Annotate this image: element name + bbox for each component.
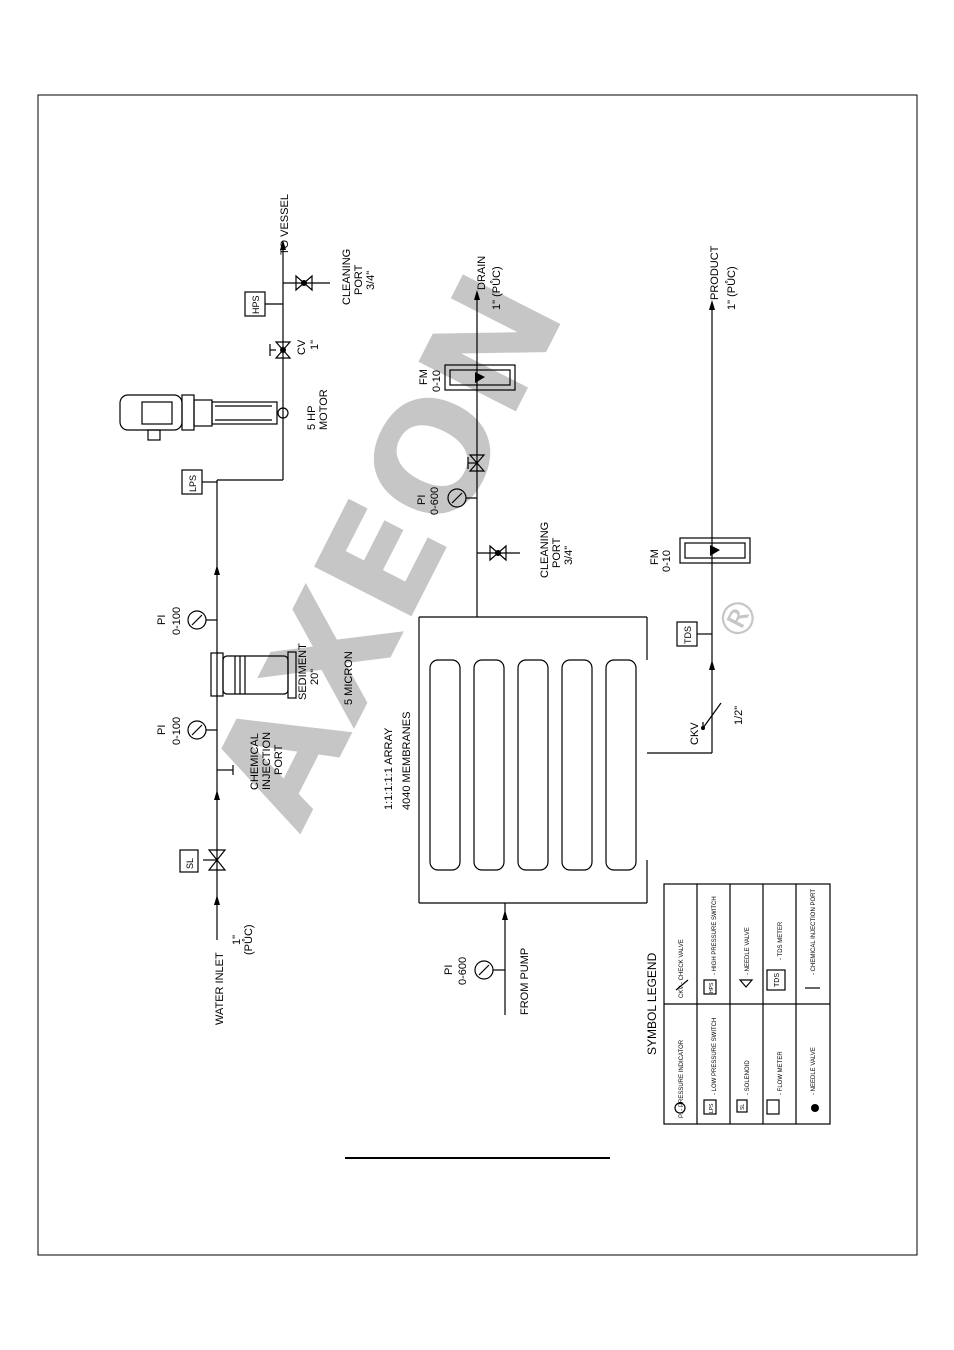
svg-text:PRODUCT: PRODUCT (709, 245, 721, 300)
pressure-indicator-2: PI 0-100 (156, 607, 217, 635)
svg-text:CKV: CKV (689, 722, 701, 745)
svg-text:TDS: TDS (774, 973, 781, 987)
pump-motor: 5 HP MOTOR (119, 389, 330, 441)
svg-text:1" (PŮC): 1" (PŮC) (725, 266, 738, 310)
water-inlet-label: WATER INLET 1" (PŮC) (214, 924, 255, 1025)
svg-text:PORT: PORT (551, 537, 563, 568)
svg-text:4040 MEMBRANES: 4040 MEMBRANES (401, 712, 413, 810)
svg-text:CKV - CHECK VALVE: CKV - CHECK VALVE (679, 939, 685, 998)
svg-text:HPS: HPS (251, 295, 261, 314)
svg-text:- TDS METER: - TDS METER (778, 921, 784, 960)
svg-text:20": 20" (309, 669, 321, 685)
svg-text:0-100: 0-100 (171, 607, 183, 635)
svg-text:PI: PI (156, 615, 168, 625)
pressure-indicator-1: PI 0-100 (156, 717, 217, 745)
low-pressure-switch: LPS (181, 469, 217, 495)
svg-text:TDS: TDS (683, 626, 693, 644)
svg-text:5 HP: 5 HP (306, 406, 318, 430)
svg-text:MOTOR: MOTOR (318, 389, 330, 430)
svg-text:- CHEMICAL INJECTION PORT: - CHEMICAL INJECTION PORT (811, 889, 817, 975)
legend-pi-icon (674, 1102, 686, 1114)
svg-text:(PŮC): (PŮC) (242, 924, 255, 955)
svg-text:- NEEDLE VALVE: - NEEDLE VALVE (811, 1047, 817, 1095)
svg-text:0-10: 0-10 (431, 370, 443, 392)
svg-text:PI: PI (156, 725, 168, 735)
svg-text:LPS: LPS (188, 475, 198, 492)
svg-text:0-600: 0-600 (457, 957, 469, 985)
svg-text:FROM PUMP: FROM PUMP (519, 948, 531, 1015)
svg-text:CV: CV (296, 339, 308, 355)
legend-flowmeter-icon (766, 1099, 780, 1115)
drawing-border (37, 94, 918, 1256)
svg-text:1/2": 1/2" (733, 706, 745, 725)
svg-text:PORT: PORT (273, 744, 285, 775)
to-vessel-label: TO VESSEL (279, 194, 291, 255)
svg-text:CLEANING: CLEANING (341, 249, 353, 305)
svg-text:0-100: 0-100 (171, 717, 183, 745)
svg-text:1:1:1:1:1 ARRAY: 1:1:1:1:1 ARRAY (383, 727, 395, 810)
svg-text:1" (PŮC): 1" (PŮC) (490, 266, 503, 310)
svg-text:0-600: 0-600 (429, 487, 441, 515)
svg-text:0-10: 0-10 (661, 550, 673, 572)
chemical-injection-port: CHEMICAL INJECTION PORT (217, 732, 285, 790)
svg-text:LPS: LPS (709, 1103, 715, 1113)
svg-text:1": 1" (309, 340, 321, 350)
symbol-legend: SYMBOL LEGEND PI - PRESSURE INDICATOR - … (645, 883, 831, 1125)
svg-text:SL: SL (185, 858, 195, 869)
svg-text:- NEEDLE VALVE: - NEEDLE VALVE (745, 927, 751, 975)
svg-text:FM: FM (418, 369, 430, 385)
svg-text:PI: PI (416, 495, 428, 505)
registered-mark: ® (706, 588, 771, 650)
solenoid-valve: SL (179, 849, 227, 873)
pretreatment-line (214, 240, 286, 940)
membrane-array: 1:1:1:1:1 ARRAY 4040 MEMBRANES (383, 616, 648, 904)
svg-text:DRAIN: DRAIN (476, 256, 488, 290)
svg-text:3/4": 3/4" (563, 546, 575, 565)
svg-text:SL: SL (740, 1104, 746, 1110)
legend-hps-icon (703, 979, 717, 995)
svg-text:- LOW PRESSURE SWITCH: - LOW PRESSURE SWITCH (712, 1018, 718, 1095)
svg-text:- FLOW METER: - FLOW METER (778, 1051, 784, 1095)
svg-text:CHEMICAL: CHEMICAL (249, 733, 261, 790)
legend-sl-icon (736, 1099, 748, 1113)
svg-text:3/4": 3/4" (365, 271, 377, 290)
svg-text:SEDIMENT: SEDIMENT (297, 643, 309, 700)
legend-title: SYMBOL LEGEND (645, 952, 659, 1055)
high-pressure-switch: HPS (244, 291, 283, 317)
from-pump-line: PI 0-600 FROM PUMP (443, 903, 531, 1015)
svg-text:WATER INLET: WATER INLET (214, 952, 226, 1025)
svg-text:1": 1" (231, 935, 243, 945)
svg-text:FM: FM (649, 549, 661, 565)
svg-text:INJECTION: INJECTION (261, 732, 273, 790)
svg-text:- HIGH PRESSURE SWITCH: - HIGH PRESSURE SWITCH (712, 896, 718, 975)
legend-tds-icon (766, 969, 786, 991)
cleaning-port-top: CLEANING PORT 3/4" (283, 249, 377, 305)
svg-text:5 MICRON: 5 MICRON (343, 651, 355, 705)
svg-text:PORT: PORT (353, 264, 365, 295)
legend-lps-icon (703, 1099, 717, 1115)
legend-needle-valve-icon (811, 1104, 819, 1112)
svg-text:- SOLENOID: - SOLENOID (745, 1060, 751, 1095)
svg-text:CLEANING: CLEANING (539, 522, 551, 578)
concentrate-drain-line: CLEANING PORT 3/4" PI 0-600 FM 0-10 DRAI… (416, 256, 575, 617)
svg-text:HPS: HPS (709, 982, 715, 993)
product-line: CKV 1/2" TDS FM 0-10 PRODUCT 1" (PŮC) (647, 245, 751, 754)
legend-check-valve-icon (675, 979, 689, 991)
legend-needle-icon (738, 979, 754, 988)
sediment-filter: SEDIMENT 20" 5 MICRON (210, 643, 355, 705)
svg-text:PI: PI (443, 965, 455, 975)
check-valve: CV 1" (269, 339, 321, 359)
svg-text:PI - PRESSURE INDICATOR: PI - PRESSURE INDICATOR (679, 1039, 685, 1118)
